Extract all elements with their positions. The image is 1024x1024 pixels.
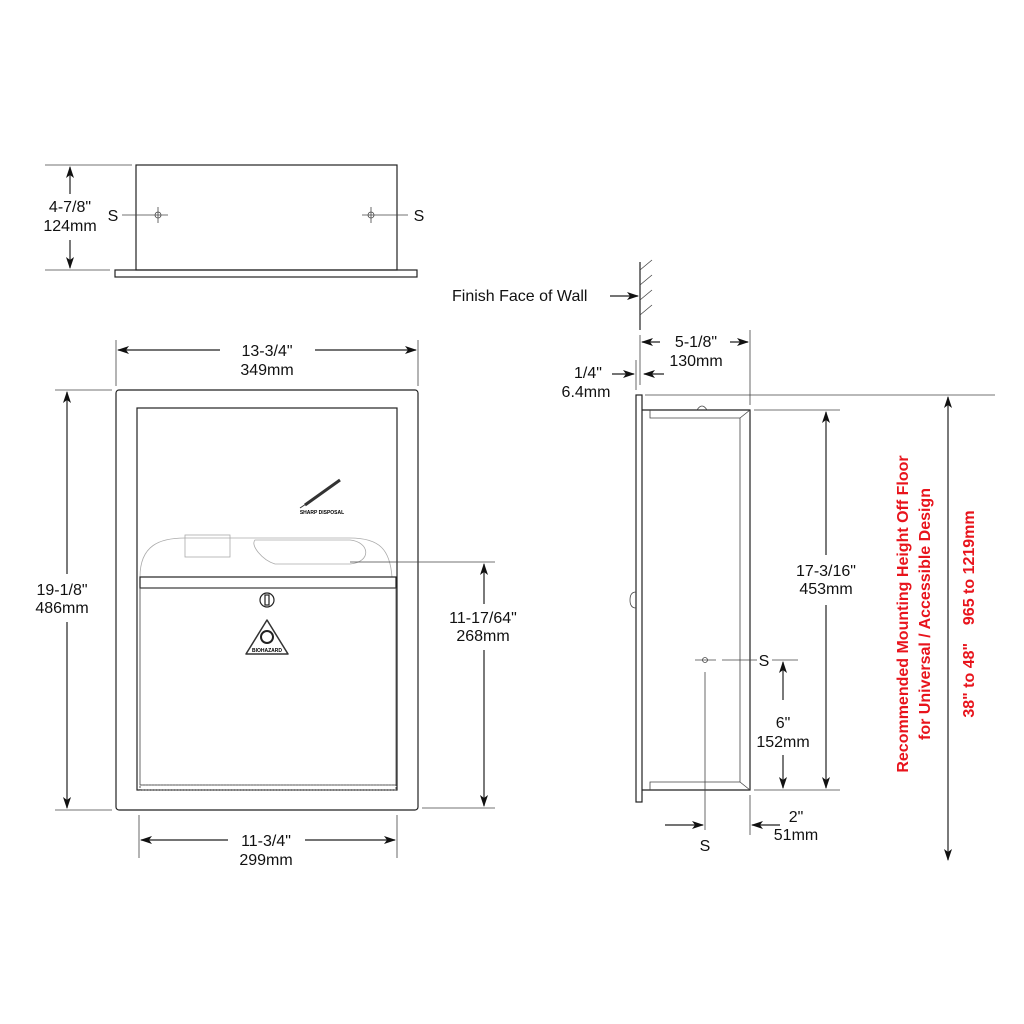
stud-height-mm: 152mm bbox=[756, 734, 809, 751]
biohazard-label: BIOHAZARD bbox=[252, 648, 282, 654]
stud-label-right: S bbox=[414, 208, 425, 225]
lock-icon bbox=[259, 592, 275, 608]
depth-in: 5-1/8" bbox=[675, 334, 717, 351]
finish-face-label: Finish Face of Wall bbox=[452, 288, 587, 305]
door-height-mm: 268mm bbox=[456, 628, 509, 645]
flange-mm: 6.4mm bbox=[562, 384, 611, 401]
inner-width-in: 11-3/4" bbox=[241, 833, 291, 850]
front-height-mm: 486mm bbox=[35, 600, 88, 617]
box-height-mm: 453mm bbox=[799, 581, 852, 598]
top-height-in: 4-7/8" bbox=[49, 199, 91, 216]
stud-label-left: S bbox=[108, 208, 119, 225]
mounting-line2: for Universal / Accessible Design bbox=[917, 488, 934, 740]
mounting-line1: Recommended Mounting Height Off Floor bbox=[895, 455, 912, 772]
front-width-mm: 349mm bbox=[240, 362, 293, 379]
stud-offset-in: 2" bbox=[789, 809, 804, 826]
side-view: Finish Face of Wall 5-1/8" 130mm 1/4" 6.… bbox=[452, 259, 995, 855]
mounting-height: Recommended Mounting Height Off Floor fo… bbox=[895, 396, 978, 861]
top-height-mm: 124mm bbox=[43, 218, 96, 235]
stud-label-top: S bbox=[759, 653, 770, 670]
biohazard-icon bbox=[245, 619, 289, 655]
sharps-label: SHARP DISPOSAL bbox=[300, 510, 344, 516]
mounting-range: 38" to 48" 965 to 1219mm bbox=[961, 510, 978, 717]
inner-width-mm: 299mm bbox=[239, 852, 292, 869]
depth-mm: 130mm bbox=[669, 353, 722, 370]
top-view: 4-7/8" 124mm S S bbox=[43, 164, 425, 278]
front-view: SHARP DISPOSAL BIOHAZARD 13-3/4" 349mm 1… bbox=[35, 340, 517, 869]
box-height-in: 17-3/16" bbox=[796, 563, 856, 580]
front-height-in: 19-1/8" bbox=[36, 582, 87, 599]
stud-height-in: 6" bbox=[776, 715, 791, 732]
door-height-in: 11-17/64" bbox=[449, 610, 517, 627]
syringe-icon bbox=[299, 478, 341, 509]
front-width-in: 13-3/4" bbox=[241, 343, 292, 360]
stud-label-bottom: S bbox=[700, 838, 711, 855]
stud-offset-mm: 51mm bbox=[774, 827, 818, 844]
flange-in: 1/4" bbox=[574, 365, 602, 382]
